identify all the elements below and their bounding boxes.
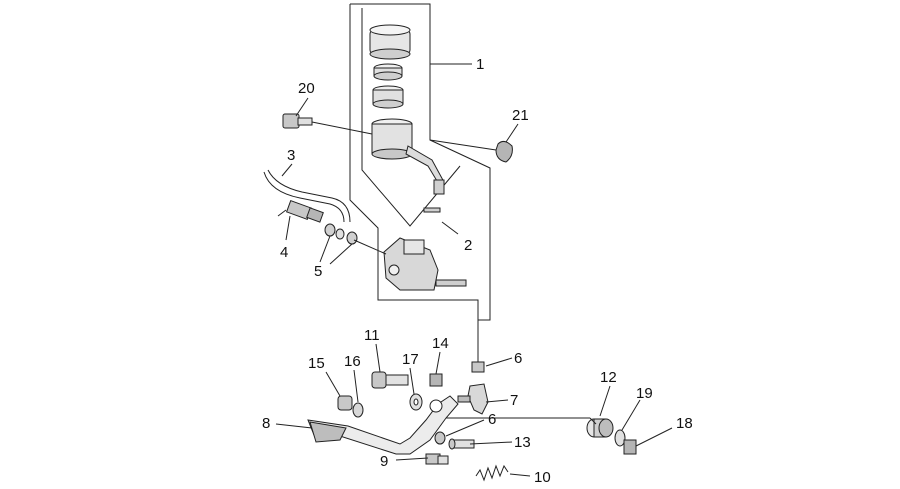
callout-19: 19 bbox=[636, 385, 653, 402]
callout-2: 2 bbox=[464, 237, 472, 254]
callout-12: 12 bbox=[600, 369, 617, 386]
callout-6: 6 bbox=[514, 350, 522, 367]
callout-17: 17 bbox=[402, 351, 419, 368]
callout-7: 7 bbox=[510, 392, 518, 409]
brake-hose-3 bbox=[263, 169, 351, 223]
callout-14: 14 bbox=[432, 335, 449, 352]
callout-1: 1 bbox=[476, 56, 484, 73]
mounting-bolt-20 bbox=[282, 113, 373, 135]
callout-20: 20 bbox=[298, 80, 315, 97]
washer-16 bbox=[352, 402, 364, 418]
assembly-2-bracket bbox=[361, 8, 461, 227]
callout-11: 11 bbox=[364, 327, 380, 344]
reservoir-cap bbox=[369, 24, 411, 60]
clevis-7 bbox=[457, 383, 489, 415]
fluid-reservoir bbox=[371, 118, 445, 195]
callout-5: 5 bbox=[314, 263, 322, 280]
nut-18 bbox=[623, 439, 637, 455]
grommet-21 bbox=[429, 139, 513, 163]
sealing-washers-5 bbox=[324, 223, 358, 245]
rod-nut-6-upper bbox=[471, 361, 485, 373]
washer-6-lower bbox=[434, 431, 446, 445]
leader-lines bbox=[275, 63, 673, 477]
bushing-12 bbox=[586, 418, 614, 438]
callout-16: 16 bbox=[344, 353, 361, 370]
washer-19 bbox=[614, 429, 626, 447]
reservoir-ring-lower bbox=[372, 85, 404, 109]
callout-6-lower: 6 bbox=[488, 411, 496, 428]
callout-15: 15 bbox=[308, 355, 325, 372]
callout-8: 8 bbox=[262, 415, 270, 432]
callout-10: 10 bbox=[534, 469, 551, 486]
washer-17 bbox=[409, 393, 423, 411]
callout-18: 18 bbox=[676, 415, 693, 432]
pedal-pin-9 bbox=[425, 453, 449, 465]
brake-pedal-8 bbox=[307, 395, 459, 455]
master-cylinder bbox=[353, 237, 467, 291]
reservoir-hose-clip bbox=[423, 207, 441, 213]
callout-9: 9 bbox=[380, 453, 388, 470]
callout-3: 3 bbox=[287, 147, 295, 164]
callout-21: 21 bbox=[512, 107, 529, 124]
callout-4: 4 bbox=[280, 244, 288, 261]
brake-switch-4 bbox=[277, 199, 324, 223]
bushing-15 bbox=[337, 395, 353, 411]
pivot-bolt-11 bbox=[371, 371, 409, 389]
reservoir-ring-upper bbox=[373, 63, 403, 81]
callout-13: 13 bbox=[514, 434, 531, 451]
return-spring-10 bbox=[475, 464, 509, 482]
nut-14 bbox=[429, 373, 443, 387]
